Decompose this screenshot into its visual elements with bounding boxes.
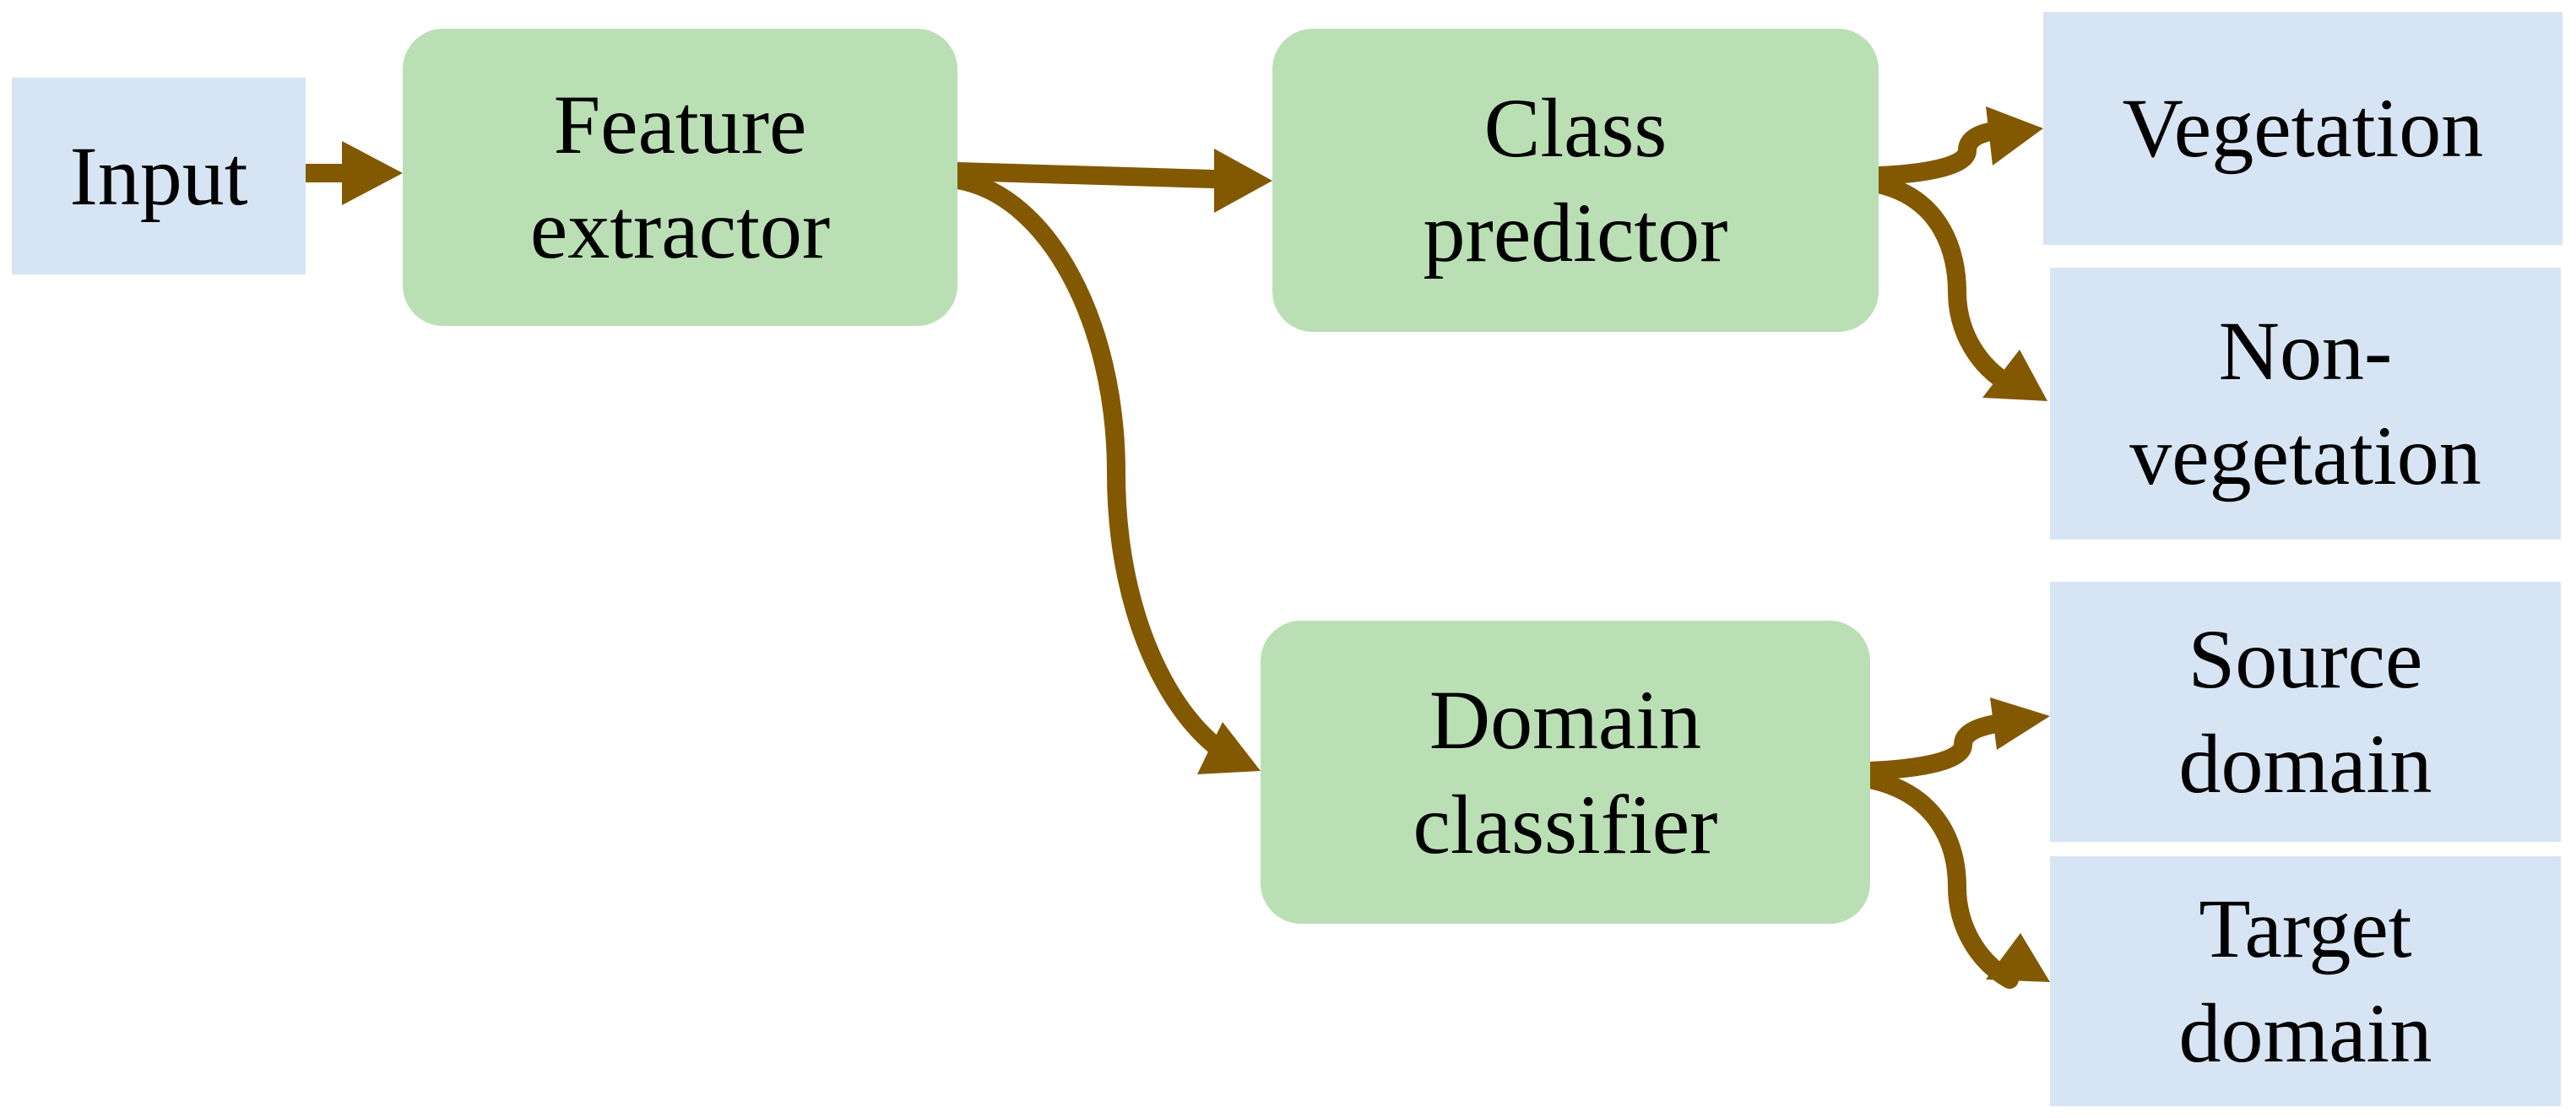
edge-domain-classifier-to-source-domain	[1861, 713, 2019, 780]
edge-feature-extractor-to-class-predictor	[948, 162, 1250, 189]
edge-domain-classifier-to-target-domain	[1861, 770, 2019, 989]
arrowhead-feature-extractor	[342, 141, 403, 205]
target-domain-label-line-2: domain	[2178, 986, 2432, 1080]
domain-classifier-label-line-1: Domain	[1429, 672, 1702, 767]
non-vegetation-label-line-2: vegetation	[2129, 409, 2481, 502]
feature-extractor-label-line-1: Feature	[553, 78, 807, 171]
arrowhead-source-domain	[1990, 697, 2050, 750]
source-domain-node: Source domain	[2050, 582, 2561, 842]
target-domain-label-line-1: Target	[2199, 882, 2412, 975]
edge-feature-extractor-to-domain-classifier	[948, 171, 1246, 769]
arrowhead-domain-classifier	[1197, 722, 1261, 774]
arrowhead-non-vegetation	[1982, 350, 2047, 401]
edge-class-predictor-to-non-vegetation	[1869, 175, 2019, 393]
non-vegetation-node: Non- vegetation	[2050, 268, 2561, 540]
input-node: Input	[12, 78, 306, 274]
input-label-line-1: Input	[69, 128, 248, 223]
edge-class-predictor-to-vegetation	[1869, 121, 2015, 185]
non-vegetation-label-line-1: Non-	[2218, 304, 2393, 398]
target-domain-node: Target domain	[2050, 856, 2561, 1106]
vegetation-node: Vegetation	[2043, 12, 2562, 245]
vegetation-label-line-1: Vegetation	[2122, 81, 2484, 175]
class-predictor-label-line-1: Class	[1483, 80, 1668, 175]
arrowhead-vegetation	[1986, 106, 2043, 166]
arrowhead-class-predictor	[1214, 149, 1272, 213]
arrowhead-target-domain	[1986, 933, 2050, 982]
domain-classifier-label-line-2: classifier	[1413, 777, 1718, 871]
source-domain-label-line-1: Source	[2188, 612, 2423, 706]
class-predictor-label-line-2: predictor	[1423, 185, 1728, 280]
source-domain-label-line-2: domain	[2178, 717, 2432, 811]
feature-extractor-label-line-2: extractor	[529, 182, 831, 276]
class-predictor-node: Class predictor	[1272, 29, 1879, 332]
domain-classifier-node: Domain classifier	[1261, 621, 1870, 924]
feature-extractor-node: Feature extractor	[403, 29, 957, 326]
